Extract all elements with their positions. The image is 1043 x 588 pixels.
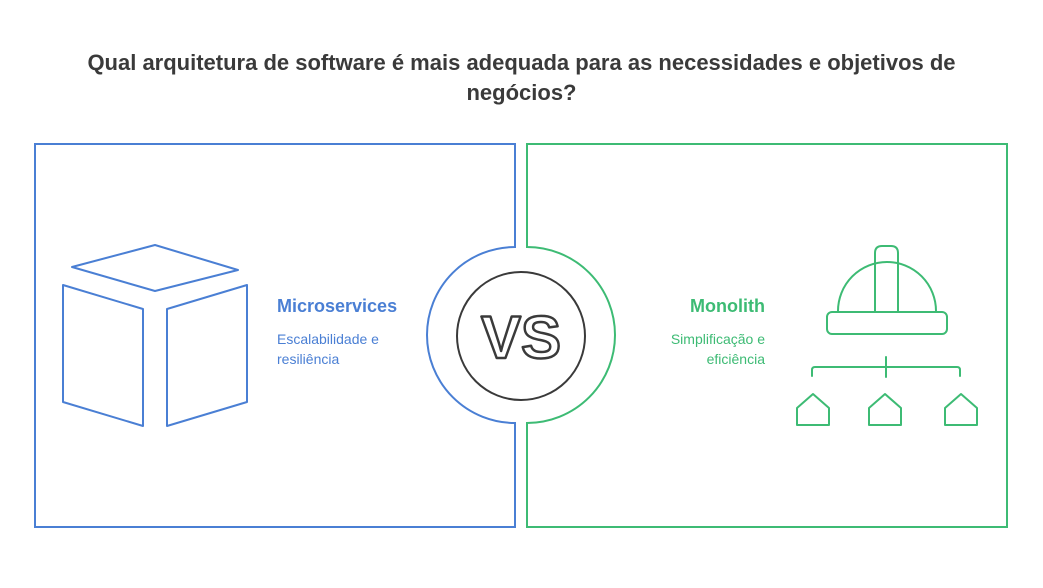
diagram-title: Qual arquitetura de software é mais adeq… bbox=[87, 50, 956, 105]
microservices-description: Escalabilidade e resiliência bbox=[277, 331, 379, 367]
cube-icon bbox=[62, 244, 248, 427]
monolith-label: Monolith bbox=[690, 296, 765, 316]
hardhat-hierarchy-icon bbox=[796, 245, 978, 426]
right-panel-border bbox=[526, 143, 1008, 528]
monolith-description: Simplificação e eficiência bbox=[670, 331, 765, 367]
vs-text: VS bbox=[481, 304, 561, 371]
left-panel-border bbox=[34, 143, 516, 528]
microservices-label: Microservices bbox=[277, 296, 398, 316]
vs-circle bbox=[456, 271, 586, 401]
